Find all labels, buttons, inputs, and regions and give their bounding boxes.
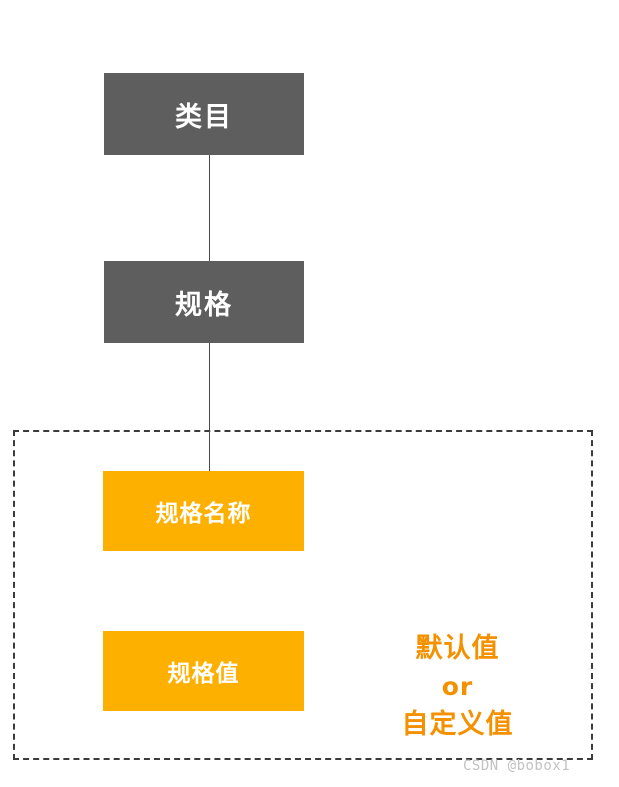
node-spec[interactable]: 规格: [104, 261, 304, 343]
group-annotation-line-2: or: [441, 672, 474, 701]
node-spec-name[interactable]: 规格名称: [103, 471, 304, 551]
group-annotation: 默认值 or 自定义值: [350, 630, 565, 744]
group-annotation-line-3: 自定义值: [401, 709, 514, 740]
node-category[interactable]: 类目: [104, 73, 304, 155]
connector-category-to-spec: [209, 155, 210, 261]
node-spec-value[interactable]: 规格值: [103, 631, 304, 711]
connector-spec-to-spec-name: [209, 343, 210, 471]
group-annotation-line-1: 默认值: [415, 633, 500, 664]
watermark-text: CSDN @bobox1: [463, 758, 571, 774]
dashed-group-box: [13, 430, 593, 760]
